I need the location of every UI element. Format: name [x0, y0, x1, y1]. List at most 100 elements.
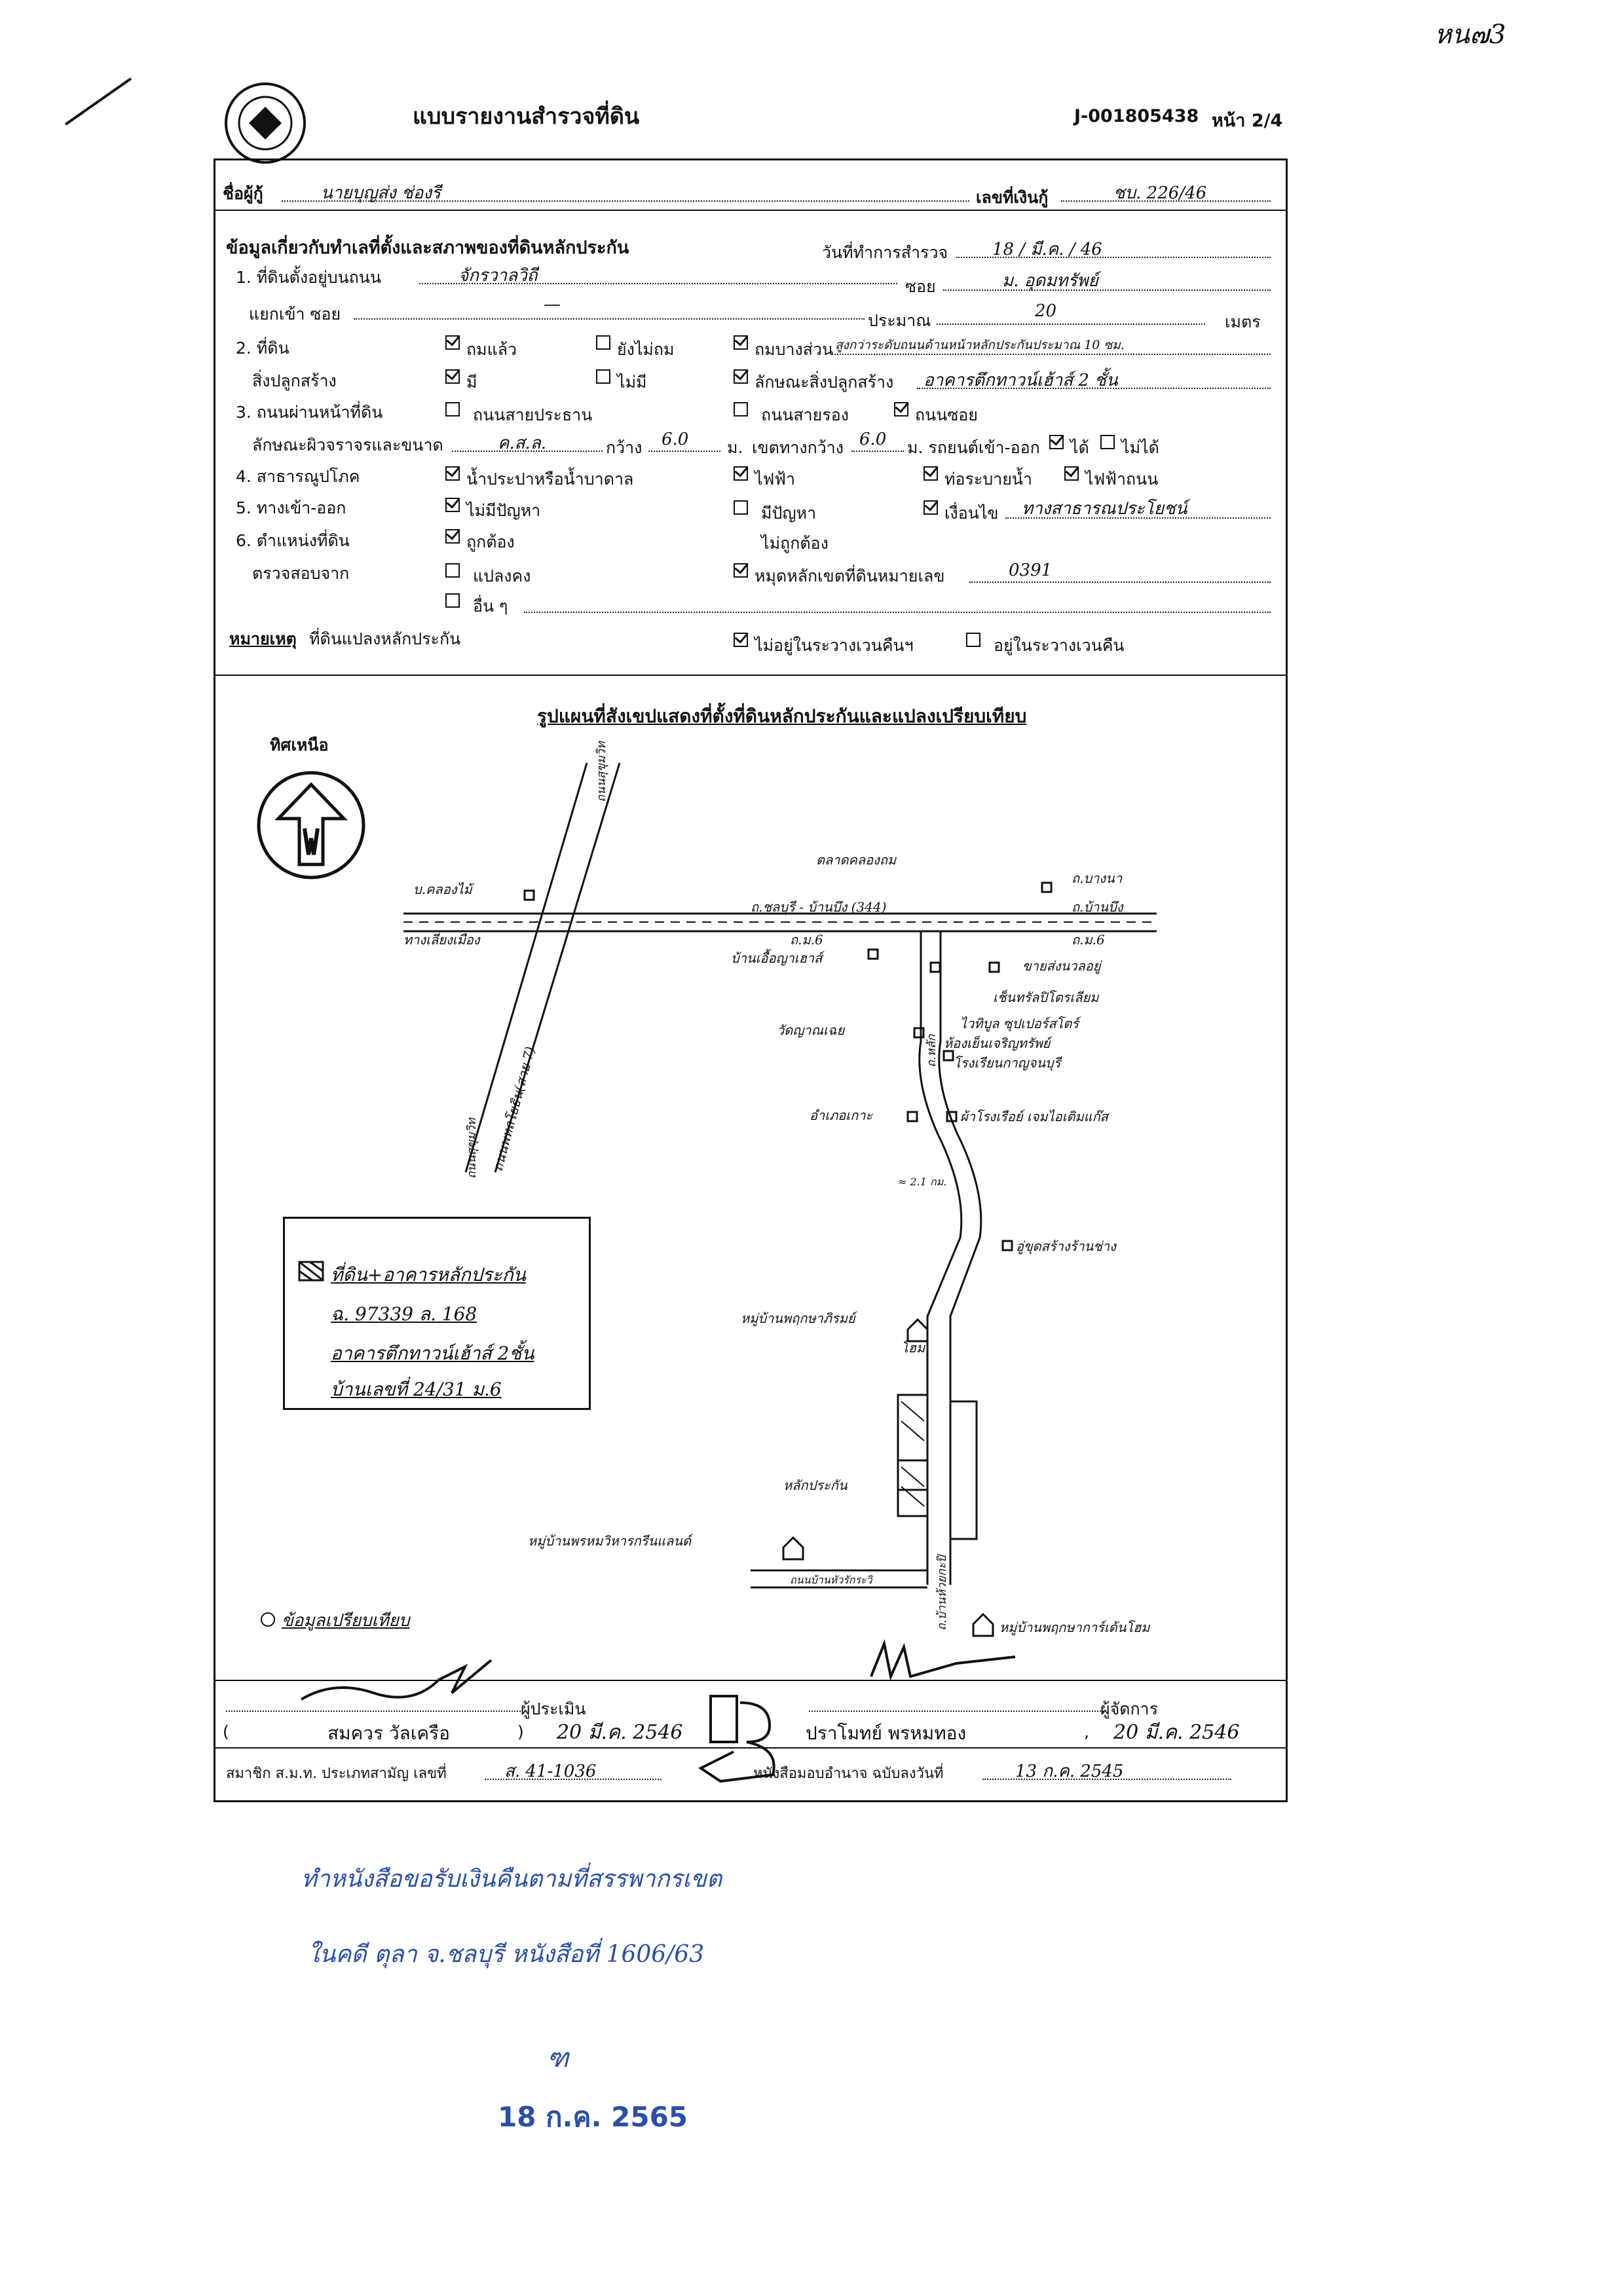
- marker-checkbox[interactable]: [734, 563, 748, 578]
- checked-from-label: ตรวจสอบจาก: [252, 564, 350, 583]
- dotline: [937, 324, 1205, 325]
- secondary-road-checkbox[interactable]: [734, 402, 748, 417]
- problem-label: มีปัญหา: [761, 504, 817, 523]
- condition-value: ทางสาธารณประโยชน์: [1022, 499, 1187, 519]
- auth-date: 13 ก.ค. 2545: [1015, 1762, 1124, 1781]
- map-label-to-bangna3: ถนนสุขุมวิท: [595, 740, 608, 802]
- map-title: รูปแผนที่สังเขปแสดงที่ตั้งที่ดินหลักประก…: [537, 705, 1027, 727]
- has-not-label: ไม่มี: [617, 373, 647, 392]
- survey-date: 18 / มี.ค. / 46: [992, 240, 1102, 259]
- dotline: [917, 388, 1271, 389]
- legend-line-3: อาคารตึกทาวน์เฮ้าส์ 2ชั้น: [331, 1342, 534, 1364]
- appraiser-label: ผู้ประเมิน: [521, 1699, 586, 1718]
- paved-checkbox[interactable]: [445, 335, 460, 350]
- width-label: กว้าง: [606, 438, 643, 457]
- page-number: หน้า 2/4: [1212, 111, 1283, 131]
- map-label-village3: หมู่บ้านพรหมวิหารกรีนแลนด์: [528, 1533, 694, 1549]
- street-light-label: ไฟฟ้าถนน: [1085, 470, 1159, 489]
- report-title: แบบรายงานสำรวจที่ดิน: [413, 103, 640, 130]
- electric-checkbox[interactable]: [734, 466, 748, 481]
- row2-label: 2. ที่ดิน: [236, 339, 289, 358]
- car-can-checkbox[interactable]: [1049, 435, 1064, 449]
- correct-label: ถูกต้อง: [466, 532, 515, 551]
- dotline: [1061, 200, 1271, 202]
- not-expro-checkbox[interactable]: [734, 633, 748, 647]
- street-light-checkbox[interactable]: [1064, 466, 1079, 481]
- footnote-initial: ฑ: [547, 2043, 569, 2073]
- no-building-checkbox[interactable]: [596, 369, 610, 384]
- car-cannot-checkbox[interactable]: [1100, 435, 1115, 449]
- divider: [214, 675, 1288, 676]
- water-label: น้ำประปาหรือน้ำบาดาล: [466, 470, 634, 489]
- plan-checkbox[interactable]: [445, 563, 460, 578]
- map-label-factory: เช็นทรัลปิโตรเลียม: [993, 990, 1100, 1005]
- in-expro-checkbox[interactable]: [966, 633, 980, 647]
- row3-label: 3. ถนนผ่านหน้าที่ดิน: [236, 403, 383, 422]
- secondary-road-label: ถนนสายรอง: [761, 405, 849, 424]
- borrower-name: นายบุญส่ง ช่องรี: [321, 183, 441, 203]
- dotline: [809, 1711, 1104, 1712]
- partial-label: ถมบางส่วน: [755, 340, 834, 359]
- surface-value: ค.ส.ล.: [498, 434, 546, 453]
- row5-label: 5. ทางเข้า-ออก: [236, 498, 346, 517]
- building-type-checkbox[interactable]: [734, 369, 748, 384]
- paved-label: ถมแล้ว: [466, 340, 517, 359]
- junction-value: —: [544, 295, 561, 314]
- appraiser-signature: [300, 1659, 493, 1701]
- dotline: [485, 1779, 662, 1780]
- drain-checkbox[interactable]: [923, 466, 938, 481]
- partial-checkbox[interactable]: [734, 335, 748, 350]
- map-label-village4: หมู่บ้านพฤกษาการ์เด้นโฮม: [999, 1620, 1151, 1636]
- map-label-school: วัดญาณเฉย: [777, 1022, 846, 1038]
- map-label-khlong: บ.คลองไม้: [413, 881, 475, 897]
- drain-label: ท่อระบายน้ำ: [944, 470, 1033, 489]
- map-label-shop6: อู่ขุดสร้างร้านช่าง: [1016, 1238, 1117, 1255]
- approx-value: 20: [1035, 301, 1057, 321]
- appraiser-date: 20 มี.ค. 2546: [557, 1721, 683, 1744]
- dotline: [354, 318, 865, 320]
- manager-name: ปราโมทย์ พรหมทอง: [806, 1722, 967, 1744]
- map-label-temple: ขายส่งนวลอยู่: [1022, 958, 1102, 974]
- car-can-label: ได้: [1070, 438, 1089, 457]
- plan-label: แปลงคง: [473, 566, 531, 585]
- main-road-checkbox[interactable]: [445, 402, 460, 417]
- manager-paren-close: ,: [1084, 1722, 1089, 1741]
- survey-date-label: วันที่ทำการสำรวจ: [822, 243, 948, 262]
- footnote-line-2: ในคดี ตุลา จ.ชลบุรี หนังสือที่ 1606/63: [308, 1941, 705, 1968]
- map-label-road-main: ถ.ชลบุรี - บ้านบึง (344): [751, 899, 886, 916]
- condition-checkbox[interactable]: [923, 500, 938, 515]
- problem-checkbox[interactable]: [734, 500, 748, 515]
- not-paved-label: ยังไม่ถม: [617, 340, 675, 359]
- row1-label: 1. ที่ดินตั้งอยู่บนถนน: [236, 268, 381, 287]
- corner-note: หน๗3: [1434, 20, 1506, 50]
- meter-label: เมตร: [1225, 312, 1261, 331]
- road-name: จักรวาลวิถี: [458, 266, 538, 286]
- map-label-road-bottom: ถนนบ้านหัวรักระวิ: [790, 1574, 874, 1586]
- company-logo: [225, 83, 306, 164]
- no-problem-checkbox[interactable]: [445, 498, 460, 512]
- borrower-label: ชื่อผู้กู้: [223, 184, 263, 203]
- map-label-to-bangna2: ถนนสุขุมวิท: [465, 1117, 479, 1179]
- map-label-market: ตลาดคลองถม: [816, 852, 897, 868]
- dotline: [1005, 517, 1271, 519]
- marker-label: หมุดหลักเขตที่ดินหมายเลข: [755, 566, 945, 585]
- map-label-to-bangna: ถ.บางนา: [1072, 870, 1123, 886]
- manager-date: 20 มี.ค. 2546: [1113, 1721, 1240, 1744]
- water-checkbox[interactable]: [445, 466, 460, 481]
- appraiser-paren-open: (: [223, 1722, 229, 1741]
- correct-checkbox[interactable]: [445, 529, 460, 544]
- legend-box: [283, 1217, 591, 1410]
- condition-label: เงื่อนไข: [944, 504, 999, 523]
- width-value: 6.0: [662, 430, 689, 449]
- soi-road-checkbox[interactable]: [894, 402, 908, 417]
- map-label-rd-right: ถ.ม.6: [1072, 932, 1105, 948]
- not-paved-checkbox[interactable]: [596, 335, 610, 350]
- map-label-rd-left: ถ.ม.6: [790, 932, 823, 948]
- manager-signature: [870, 1639, 1016, 1681]
- dotline: [851, 451, 904, 452]
- location-map: บ.คลองไม้ ตลาดคลองถม ถ.บางนา ถ.ชลบุรี - …: [403, 740, 1157, 1637]
- in-expro-label: อยู่ในระวางเวนคืน: [994, 636, 1125, 655]
- building-type: อาคารตึกทาวน์เฮ้าส์ 2 ชั้น: [923, 371, 1118, 390]
- other-checkbox[interactable]: [445, 593, 460, 608]
- has-building-checkbox[interactable]: [445, 369, 460, 384]
